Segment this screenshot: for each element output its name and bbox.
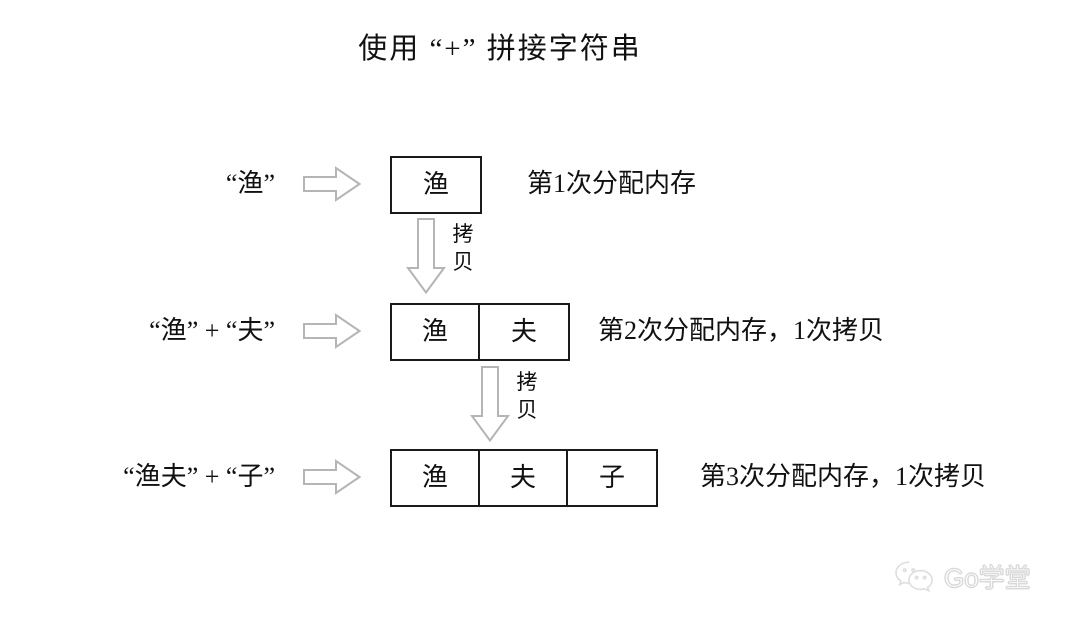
copy-label: 拷 贝 — [448, 220, 478, 276]
expression-label: “渔” + “夫” — [149, 316, 275, 345]
memory-block: 渔 夫 — [390, 303, 570, 361]
copy-label-char-1: 拷 — [516, 370, 538, 394]
expression-label: “渔夫” + “子” — [123, 462, 275, 491]
copy-step: 拷 贝 — [0, 218, 1080, 308]
concat-step-row: “渔” + “夫” 渔 夫 第2次分配内存，1次拷贝 — [0, 299, 1080, 369]
memory-cell: 子 — [568, 451, 656, 505]
copy-label-char-2: 贝 — [516, 398, 538, 422]
memory-block: 渔 夫 子 — [390, 449, 658, 507]
allocation-note: 第2次分配内存，1次拷贝 — [598, 316, 885, 345]
memory-cell: 渔 — [392, 305, 480, 359]
memory-cell: 渔 — [392, 158, 480, 212]
memory-cell: 渔 — [392, 451, 480, 505]
copy-label-char-1: 拷 — [452, 222, 474, 246]
arrow-down-icon — [470, 366, 510, 442]
copy-label: 拷 贝 — [512, 368, 542, 424]
expression-label: “渔” — [225, 169, 275, 198]
arrow-right-icon — [303, 313, 361, 349]
concat-step-row: “渔” 渔 第1次分配内存 — [0, 152, 1080, 222]
allocation-note: 第1次分配内存 — [527, 169, 697, 198]
allocation-note: 第3次分配内存，1次拷贝 — [700, 462, 987, 491]
wechat-icon — [893, 559, 937, 598]
memory-cell: 夫 — [480, 305, 568, 359]
memory-cell: 夫 — [480, 451, 568, 505]
watermark-text: Go学堂 — [944, 563, 1032, 594]
arrow-right-icon — [303, 459, 361, 495]
copy-step: 拷 贝 — [0, 366, 1080, 456]
arrow-down-icon — [406, 218, 446, 294]
concat-step-row: “渔夫” + “子” 渔 夫 子 第3次分配内存，1次拷贝 — [0, 445, 1080, 515]
watermark: Go学堂 — [893, 556, 1068, 600]
copy-label-char-2: 贝 — [452, 250, 474, 274]
arrow-right-icon — [303, 166, 361, 202]
page-title: 使用 “+” 拼接字符串 — [358, 33, 642, 65]
memory-block: 渔 — [390, 156, 482, 214]
